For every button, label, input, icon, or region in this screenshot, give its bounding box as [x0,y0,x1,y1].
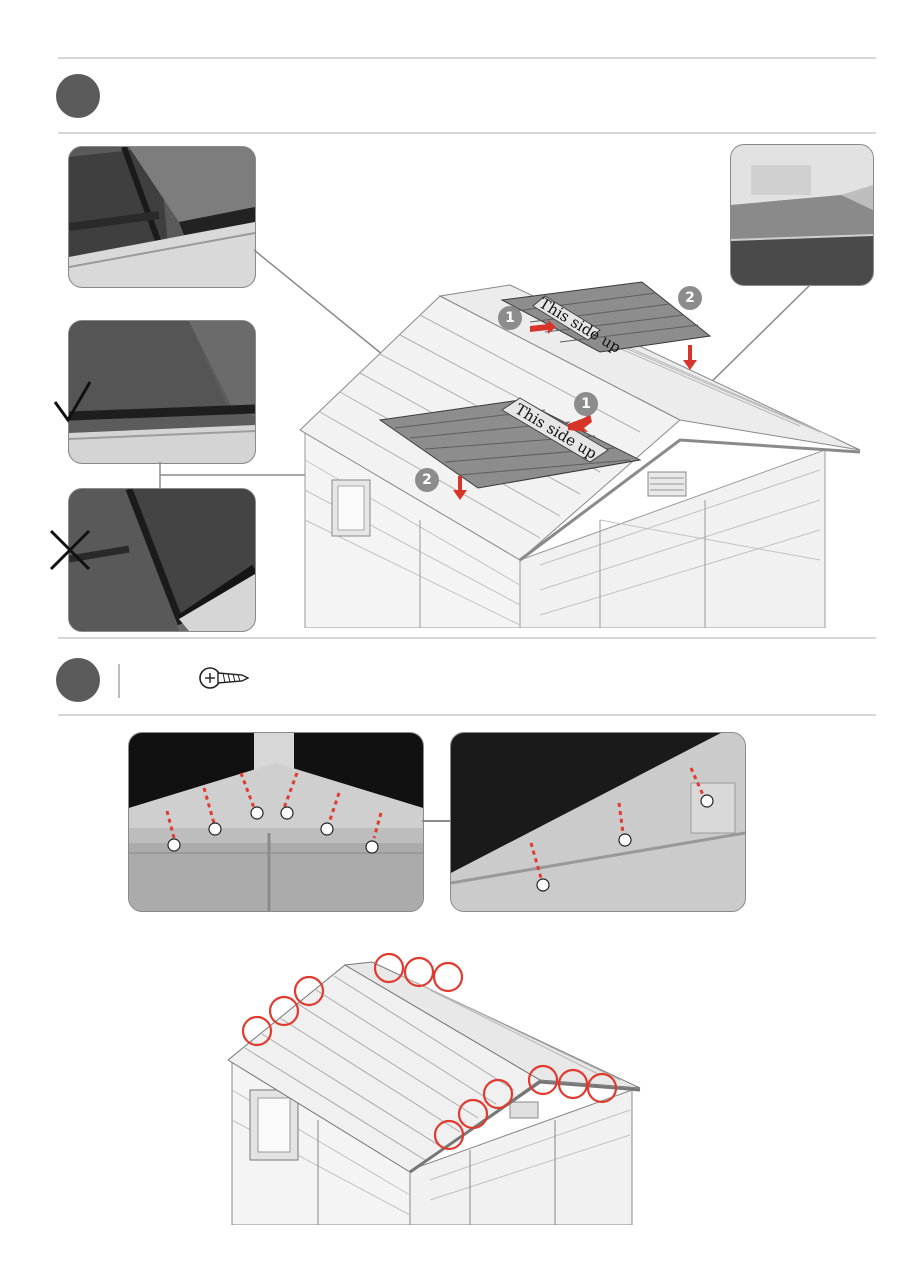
step-separator [118,664,120,698]
screw-photo-gable-side [450,732,746,912]
svg-text:1: 1 [581,396,591,412]
section-divider-2 [58,637,876,639]
svg-text:2: 2 [685,290,695,306]
top-rule [58,57,876,59]
callout-badge-1b: 1 [574,392,598,416]
shed-screw-locations [220,940,650,1225]
svg-text:2: 2 [422,472,432,488]
callout-badge-1a: 1 [498,306,522,330]
callout-badge-2b: 2 [415,468,439,492]
section-divider-1 [58,132,876,134]
screw-photo-gable-front [128,732,424,912]
step-badge-2 [56,658,100,702]
step-badge-1 [56,74,100,118]
photo-connector [422,820,450,822]
callout-badge-2a: 2 [678,286,702,310]
screw-icon [198,665,250,691]
svg-text:1: 1 [505,310,515,326]
shed-roof-illustration: This side up This side up 1 2 1 2 [0,136,918,628]
section-divider-3 [58,714,876,716]
